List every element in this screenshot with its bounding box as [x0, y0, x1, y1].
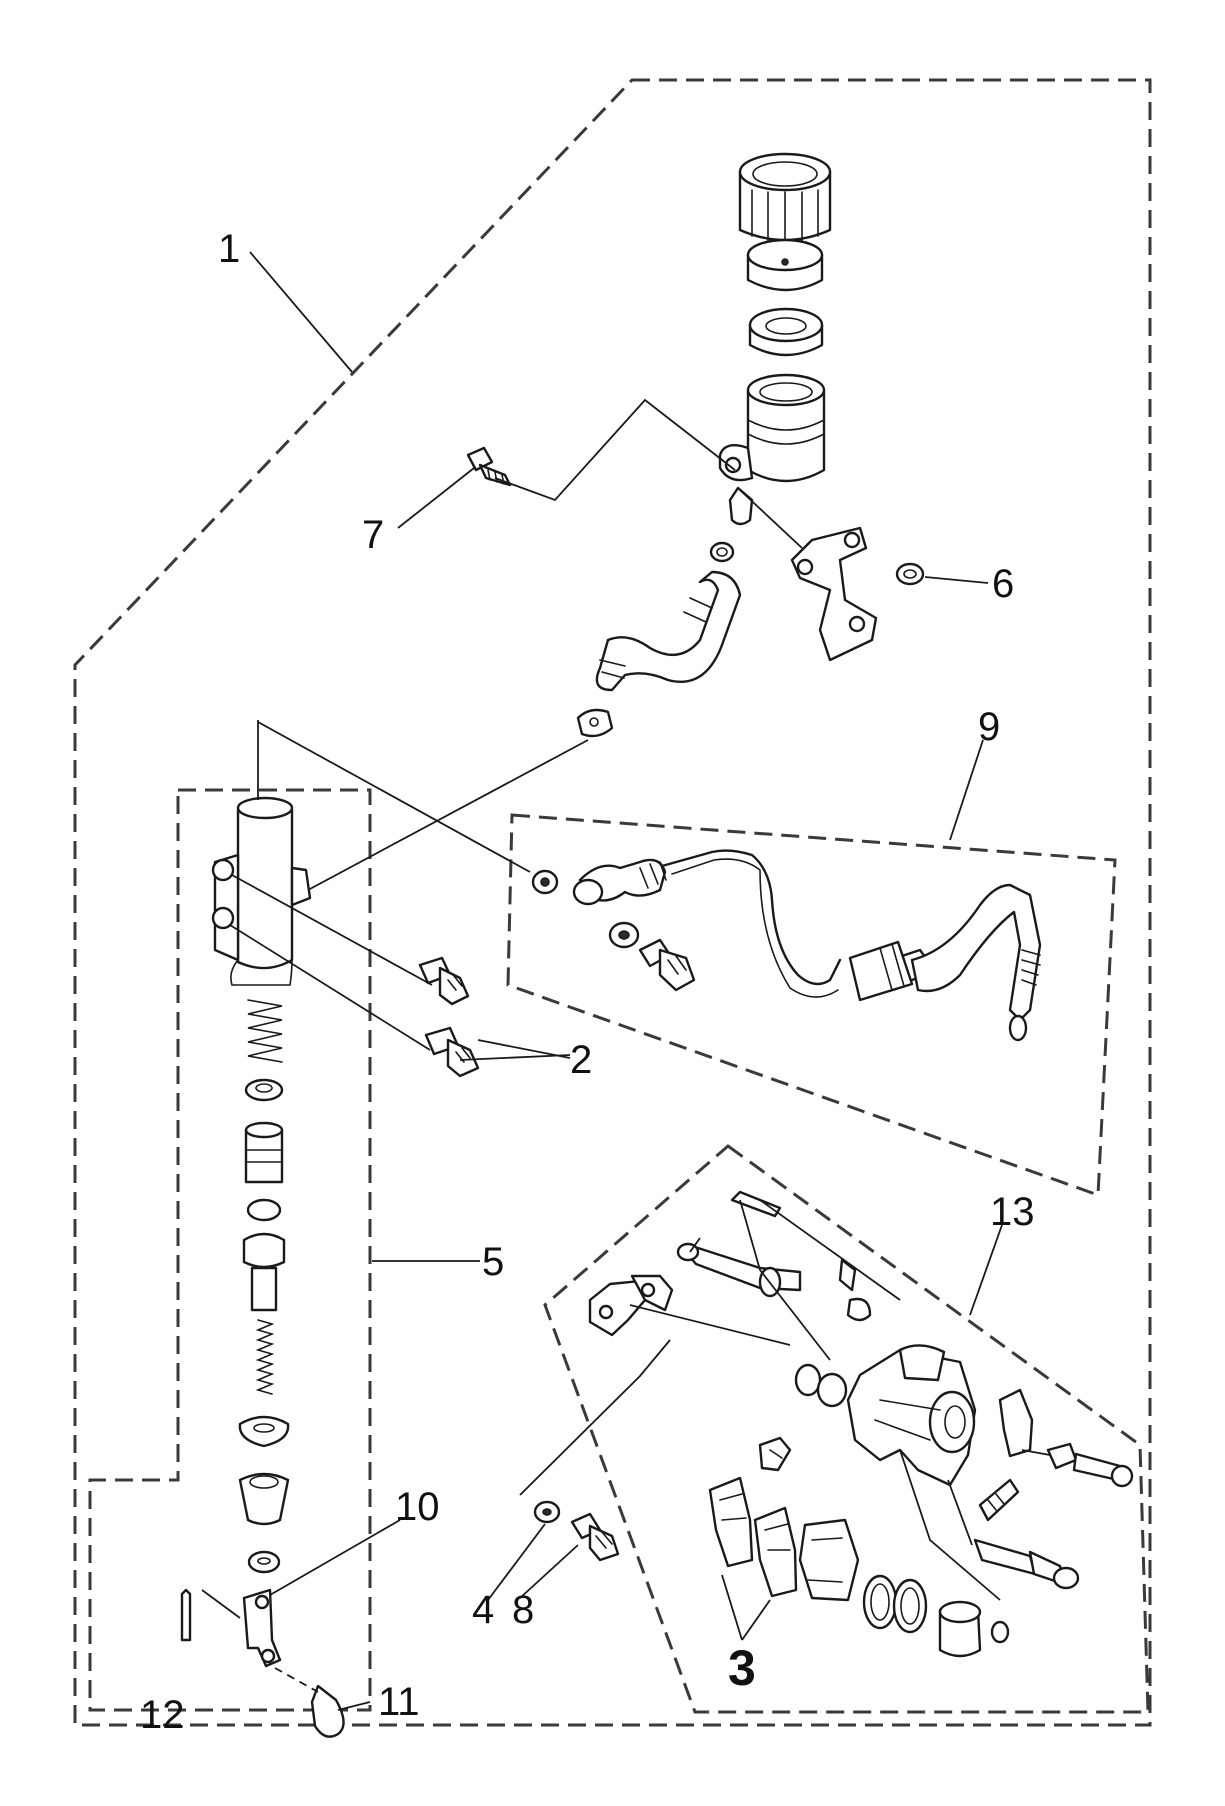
caliper-small-ring: [990, 1620, 1010, 1644]
hose-clamp-lower: [576, 708, 614, 738]
caliper-bolt-top: [730, 1190, 782, 1218]
caliper-13-boundary: [543, 1144, 1150, 1714]
callout-2: 2: [570, 1038, 592, 1082]
hose-banjo-bolt: [638, 938, 696, 992]
pad-shim: [798, 1518, 860, 1602]
circlip: [238, 1415, 290, 1448]
assembly-lines: [201, 398, 1051, 1693]
bolt-2-lower: [424, 1026, 480, 1078]
pad-clip: [758, 1436, 792, 1472]
diaphragm-plate: [746, 238, 824, 292]
caliper-slide-pin: [676, 1242, 802, 1298]
master-cylinder-body: [211, 796, 312, 986]
piston: [244, 1121, 284, 1184]
hose-washer-mid: [608, 921, 640, 949]
callout-11: 11: [378, 1680, 420, 1724]
brake-pad-rear: [753, 1506, 798, 1598]
callout-10: 10: [395, 1485, 440, 1529]
brake-hose: [572, 849, 1042, 1042]
caliper-hose-fitting: [973, 1538, 1080, 1590]
callout-1: 1: [218, 227, 240, 271]
callout-4: 4: [472, 1588, 494, 1632]
hose-clamp-upper: [709, 541, 735, 563]
callout-12: 12: [140, 1693, 185, 1737]
callout-8: 8: [512, 1588, 534, 1632]
caliper-rear-bolt: [1046, 1442, 1134, 1488]
reservoir-bracket: [790, 526, 878, 662]
secondary-cup: [246, 1198, 282, 1222]
caliper-washer-4: [533, 1500, 561, 1524]
piston-spring: [247, 999, 283, 1063]
caliper-bracket: [588, 1274, 674, 1337]
clevis-10: [242, 1588, 282, 1668]
assembly-1-boundary: [73, 78, 1152, 1727]
cotter-pin-12: [180, 1588, 192, 1642]
caliper-piston-seals: [862, 1574, 928, 1634]
grommet-6: [895, 562, 925, 586]
pushrod-assembly: [242, 1232, 286, 1395]
reservoir-diaphragm: [748, 307, 824, 357]
reservoir-cap: [738, 152, 832, 245]
bolt-2-upper: [418, 956, 470, 1006]
callout-7: 7: [362, 513, 384, 557]
caliper-bleed-screw: [978, 1478, 1020, 1522]
reservoir-hose: [595, 570, 742, 692]
master-cylinder-5-boundary: [88, 788, 372, 1712]
bolt-7: [466, 446, 512, 487]
callout-leaders: [249, 251, 1003, 1711]
caliper-bolt-8: [570, 1512, 620, 1562]
primary-cup: [244, 1078, 284, 1102]
clevis-pin-11: [310, 1684, 345, 1738]
caliper-pad-spring: [998, 1388, 1034, 1458]
callout-5: 5: [482, 1240, 504, 1284]
brake-pad-front: [708, 1476, 754, 1568]
reservoir-body: [718, 373, 826, 526]
callout-13: 13: [990, 1190, 1035, 1234]
callout-3: 3: [728, 1640, 756, 1696]
callout-6: 6: [992, 562, 1014, 606]
brake-hose-9-boundary: [506, 813, 1117, 1198]
caliper-body: [846, 1344, 977, 1487]
hose-washer-left: [531, 869, 559, 895]
caliper-bleeder-clip: [838, 1258, 872, 1322]
callout-9: 9: [978, 705, 1000, 749]
dust-boot: [238, 1472, 290, 1526]
locknut: [247, 1550, 281, 1574]
caliper-piston: [938, 1600, 982, 1658]
caliper-seal: [794, 1363, 848, 1408]
